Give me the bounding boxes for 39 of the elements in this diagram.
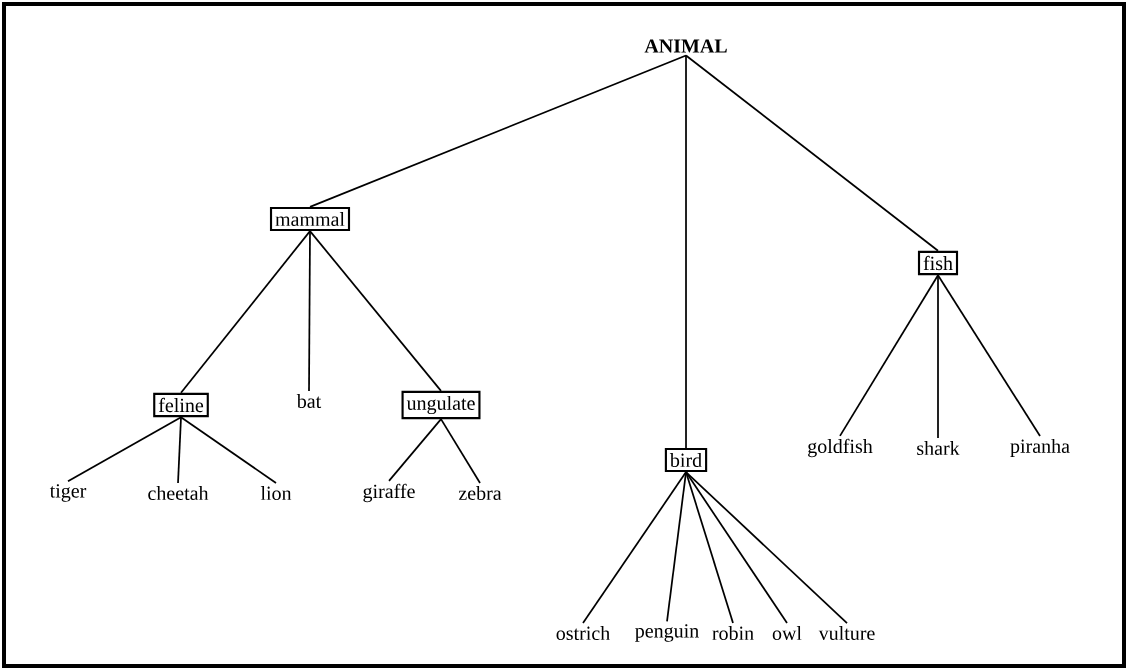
- category-box: bird: [664, 447, 708, 473]
- tree-line: [685, 54, 939, 252]
- category-box: fish: [917, 250, 959, 276]
- tree-line: [180, 230, 311, 394]
- tree-line: [685, 471, 734, 624]
- tree-line: [177, 416, 182, 484]
- tree-line: [309, 230, 442, 392]
- tree-line: [308, 230, 311, 392]
- tree-line: [666, 471, 687, 623]
- category-box: feline: [153, 392, 209, 418]
- category-box: ungulate: [401, 390, 481, 420]
- tree-line: [309, 54, 687, 208]
- leaf-label: vulture: [818, 625, 875, 640]
- leaf-label: penguin: [635, 624, 699, 642]
- category-box: mammal: [269, 206, 351, 232]
- tree-line: [839, 274, 939, 437]
- leaf-label: owl: [772, 625, 802, 640]
- leaf-label: lion: [260, 485, 292, 500]
- leaf-label: bat: [296, 393, 322, 408]
- leaf-label: robin: [712, 625, 754, 640]
- leaf-label: goldfish: [808, 438, 873, 458]
- leaf-label: piranha: [1010, 438, 1070, 458]
- tree-line: [440, 418, 481, 484]
- leaf-label: ostrich: [556, 625, 610, 640]
- tree-line: [582, 471, 687, 624]
- leaf-label: cheetah: [148, 485, 209, 500]
- leaf-label: giraffe: [363, 483, 415, 503]
- heading-text: ANIMAL: [644, 39, 727, 53]
- tree-line: [388, 418, 442, 482]
- tree-line: [685, 471, 788, 624]
- leaf-label: shark: [917, 440, 960, 455]
- leaf-label: tiger: [49, 484, 87, 502]
- leaf-label: zebra: [458, 485, 502, 500]
- tree-line: [180, 416, 277, 484]
- tree-line: [67, 416, 182, 483]
- tree-line: [685, 471, 848, 624]
- tree-line: [937, 274, 1041, 437]
- tree-line: [937, 274, 939, 439]
- tree-line: [685, 54, 687, 449]
